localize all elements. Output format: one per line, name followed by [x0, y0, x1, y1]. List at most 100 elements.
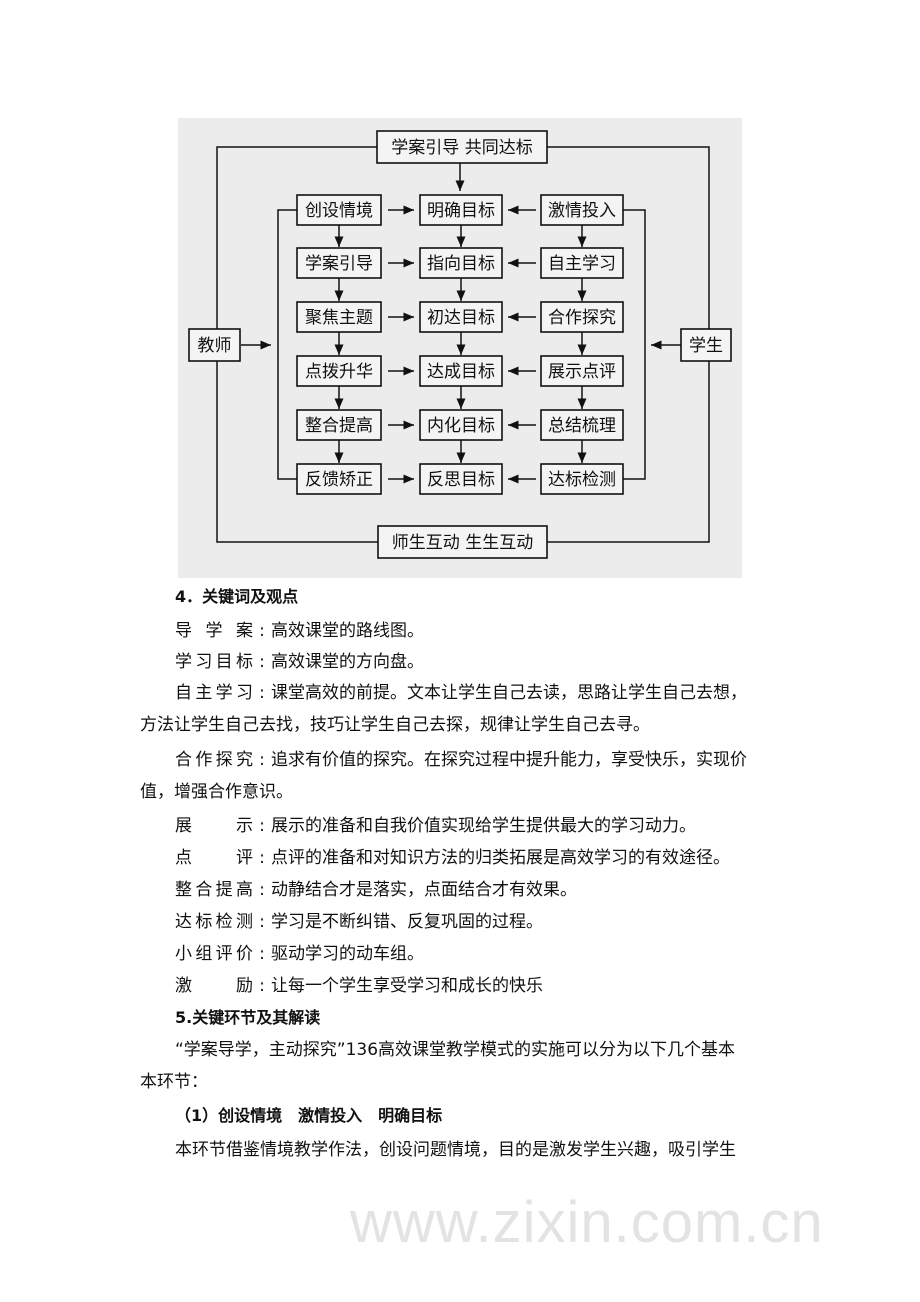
- intro-line: “学案导学，主动探究”136高效课堂教学模式的实施可以分为以下几个基本: [175, 1039, 735, 1061]
- teacher-step-box-label: 反馈矫正: [305, 470, 373, 490]
- goal-box-label: 初达目标: [427, 308, 495, 328]
- keyword-term: 整合提高: [175, 880, 253, 900]
- keyword-item: 学习目标: 高效课堂的方向盘。: [175, 651, 424, 673]
- teacher-box-label: 教师: [198, 336, 232, 356]
- keyword-term: 合作探究: [175, 750, 253, 770]
- student-step-box: 合作探究: [540, 301, 624, 333]
- intro-line-cont: 本环节：: [140, 1071, 208, 1093]
- keyword-item: 点 评:点评的准备和对知识方法的归类拓展是高效学习的有效途径。: [175, 847, 730, 869]
- keyword-item: 小组评价: 驱动学习的动车组。: [175, 943, 424, 965]
- colon: :: [259, 848, 265, 868]
- goal-box: 达成目标: [419, 355, 503, 387]
- step-1-heading: （1）创设情境 激情投入 明确目标: [175, 1105, 442, 1127]
- keyword-definition-cont: 值，增强合作意识。: [140, 782, 293, 802]
- colon: :: [259, 944, 265, 964]
- top-box: 学案引导 共同达标: [376, 130, 548, 164]
- colon: :: [259, 683, 265, 703]
- colon: :: [259, 621, 265, 641]
- colon: :: [259, 750, 265, 770]
- student-step-box-label: 达标检测: [548, 470, 616, 490]
- student-step-box-label: 总结梳理: [548, 416, 616, 436]
- keyword-item: 整合提高:动静结合才是落实，点面结合才有效果。: [175, 879, 577, 901]
- intro-text-cont: 本环节：: [140, 1072, 208, 1092]
- goal-box: 明确目标: [419, 194, 503, 226]
- student-step-box: 总结梳理: [540, 409, 624, 441]
- intro-text: “学案导学，主动探究”136高效课堂教学模式的实施可以分为以下几个基本: [175, 1040, 736, 1060]
- colon: :: [259, 880, 265, 900]
- keyword-item: 激 励:让每一个学生享受学习和成长的快乐: [175, 975, 543, 997]
- keyword-term: 达标检测: [175, 912, 253, 932]
- student-step-box-label: 展示点评: [548, 362, 616, 382]
- keyword-term: 展 示: [175, 816, 253, 836]
- section-heading: 4．关键词及观点: [175, 587, 299, 606]
- goal-box-label: 明确目标: [427, 201, 495, 221]
- step-text: 本环节借鉴情境教学作法，创设问题情境，目的是激发学生兴趣，吸引学生: [175, 1140, 736, 1160]
- section-5-heading: 5.关键环节及其解读: [175, 1007, 320, 1029]
- student-step-box-label: 合作探究: [548, 308, 616, 328]
- student-step-box: 激情投入: [540, 194, 624, 226]
- keyword-definition-cont: 方法让学生自己去找，技巧让学生自己去探，规律让学生自己去寻。: [140, 715, 650, 735]
- colon: :: [259, 912, 265, 932]
- keyword-item: 展 示: 展示的准备和自我价值实现给学生提供最大的学习动力。: [175, 815, 696, 837]
- goal-box: 指向目标: [419, 247, 503, 279]
- student-step-box-label: 激情投入: [548, 201, 616, 221]
- keyword-item: 导 学 案: 高效课堂的路线图。: [175, 620, 424, 642]
- keyword-item: 自主学习: 课堂高效的前提。文本让学生自己去读，思路让学生自己去想，: [175, 682, 747, 704]
- keyword-term: 导 学 案: [175, 621, 253, 641]
- teacher-step-box-label: 整合提高: [305, 416, 373, 436]
- step-heading: （1）创设情境 激情投入 明确目标: [175, 1106, 443, 1125]
- goal-box: 初达目标: [419, 301, 503, 333]
- bottom-box-label: 师生互动 生生互动: [392, 533, 533, 553]
- teacher-step-box-label: 创设情境: [305, 201, 373, 221]
- goal-box-label: 达成目标: [427, 362, 495, 382]
- keyword-item-cont: 值，增强合作意识。: [140, 781, 293, 803]
- teacher-step-box: 聚焦主题: [296, 301, 382, 333]
- keyword-definition: 驱动学习的动车组。: [271, 944, 424, 964]
- keyword-definition: 让每一个学生享受学习和成长的快乐: [271, 976, 543, 996]
- colon: :: [259, 816, 265, 836]
- keyword-definition: 高效课堂的路线图。: [271, 621, 424, 641]
- keyword-definition: 追求有价值的探究。在探究过程中提升能力，享受快乐，实现价: [271, 750, 747, 770]
- colon: :: [259, 652, 265, 672]
- student-step-box: 自主学习: [540, 247, 624, 279]
- student-box-label: 学生: [689, 336, 723, 356]
- teacher-box: 教师: [188, 328, 241, 362]
- teacher-step-box: 点拨升华: [296, 355, 382, 387]
- student-step-box-label: 自主学习: [548, 254, 616, 274]
- step-1-text: 本环节借鉴情境教学作法，创设问题情境，目的是激发学生兴趣，吸引学生: [175, 1139, 736, 1161]
- keyword-item: 达标检测: 学习是不断纠错、反复巩固的过程。: [175, 911, 543, 933]
- teacher-step-box-label: 点拨升华: [305, 362, 373, 382]
- goal-box: 反思目标: [419, 463, 503, 495]
- keyword-item: 合作探究: 追求有价值的探究。在探究过程中提升能力，享受快乐，实现价: [175, 749, 747, 771]
- watermark: www.zixin.com.cn: [350, 1190, 824, 1255]
- teacher-step-box: 创设情境: [296, 194, 382, 226]
- bottom-box: 师生互动 生生互动: [377, 525, 548, 559]
- keyword-term: 点 评: [175, 848, 253, 868]
- student-bracket: [623, 209, 646, 480]
- keyword-definition: 高效课堂的方向盘。: [271, 652, 424, 672]
- teacher-step-box: 学案引导: [296, 247, 382, 279]
- goal-box: 内化目标: [419, 409, 503, 441]
- section-heading: 5.关键环节及其解读: [175, 1008, 321, 1027]
- teacher-step-box-label: 聚焦主题: [305, 308, 373, 328]
- student-box: 学生: [680, 328, 732, 362]
- top-box-label: 学案引导 共同达标: [391, 138, 532, 158]
- goal-box-label: 内化目标: [427, 416, 495, 436]
- goal-box-label: 指向目标: [427, 254, 495, 274]
- keyword-definition: 课堂高效的前提。文本让学生自己去读，思路让学生自己去想，: [271, 683, 747, 703]
- section-4-heading: 4．关键词及观点: [175, 586, 298, 608]
- keyword-definition: 展示的准备和自我价值实现给学生提供最大的学习动力。: [271, 816, 696, 836]
- keyword-term: 自主学习: [175, 683, 253, 703]
- teacher-bracket: [277, 209, 297, 480]
- keyword-item-cont: 方法让学生自己去找，技巧让学生自己去探，规律让学生自己去寻。: [140, 714, 650, 736]
- student-step-box: 达标检测: [540, 463, 624, 495]
- keyword-term: 学习目标: [175, 652, 253, 672]
- keyword-term: 小组评价: [175, 944, 253, 964]
- teacher-step-box-label: 学案引导: [305, 254, 373, 274]
- colon: :: [259, 976, 265, 996]
- keyword-definition: 学习是不断纠错、反复巩固的过程。: [271, 912, 543, 932]
- teacher-step-box: 整合提高: [296, 409, 382, 441]
- student-step-box: 展示点评: [540, 355, 624, 387]
- teacher-step-box: 反馈矫正: [296, 463, 382, 495]
